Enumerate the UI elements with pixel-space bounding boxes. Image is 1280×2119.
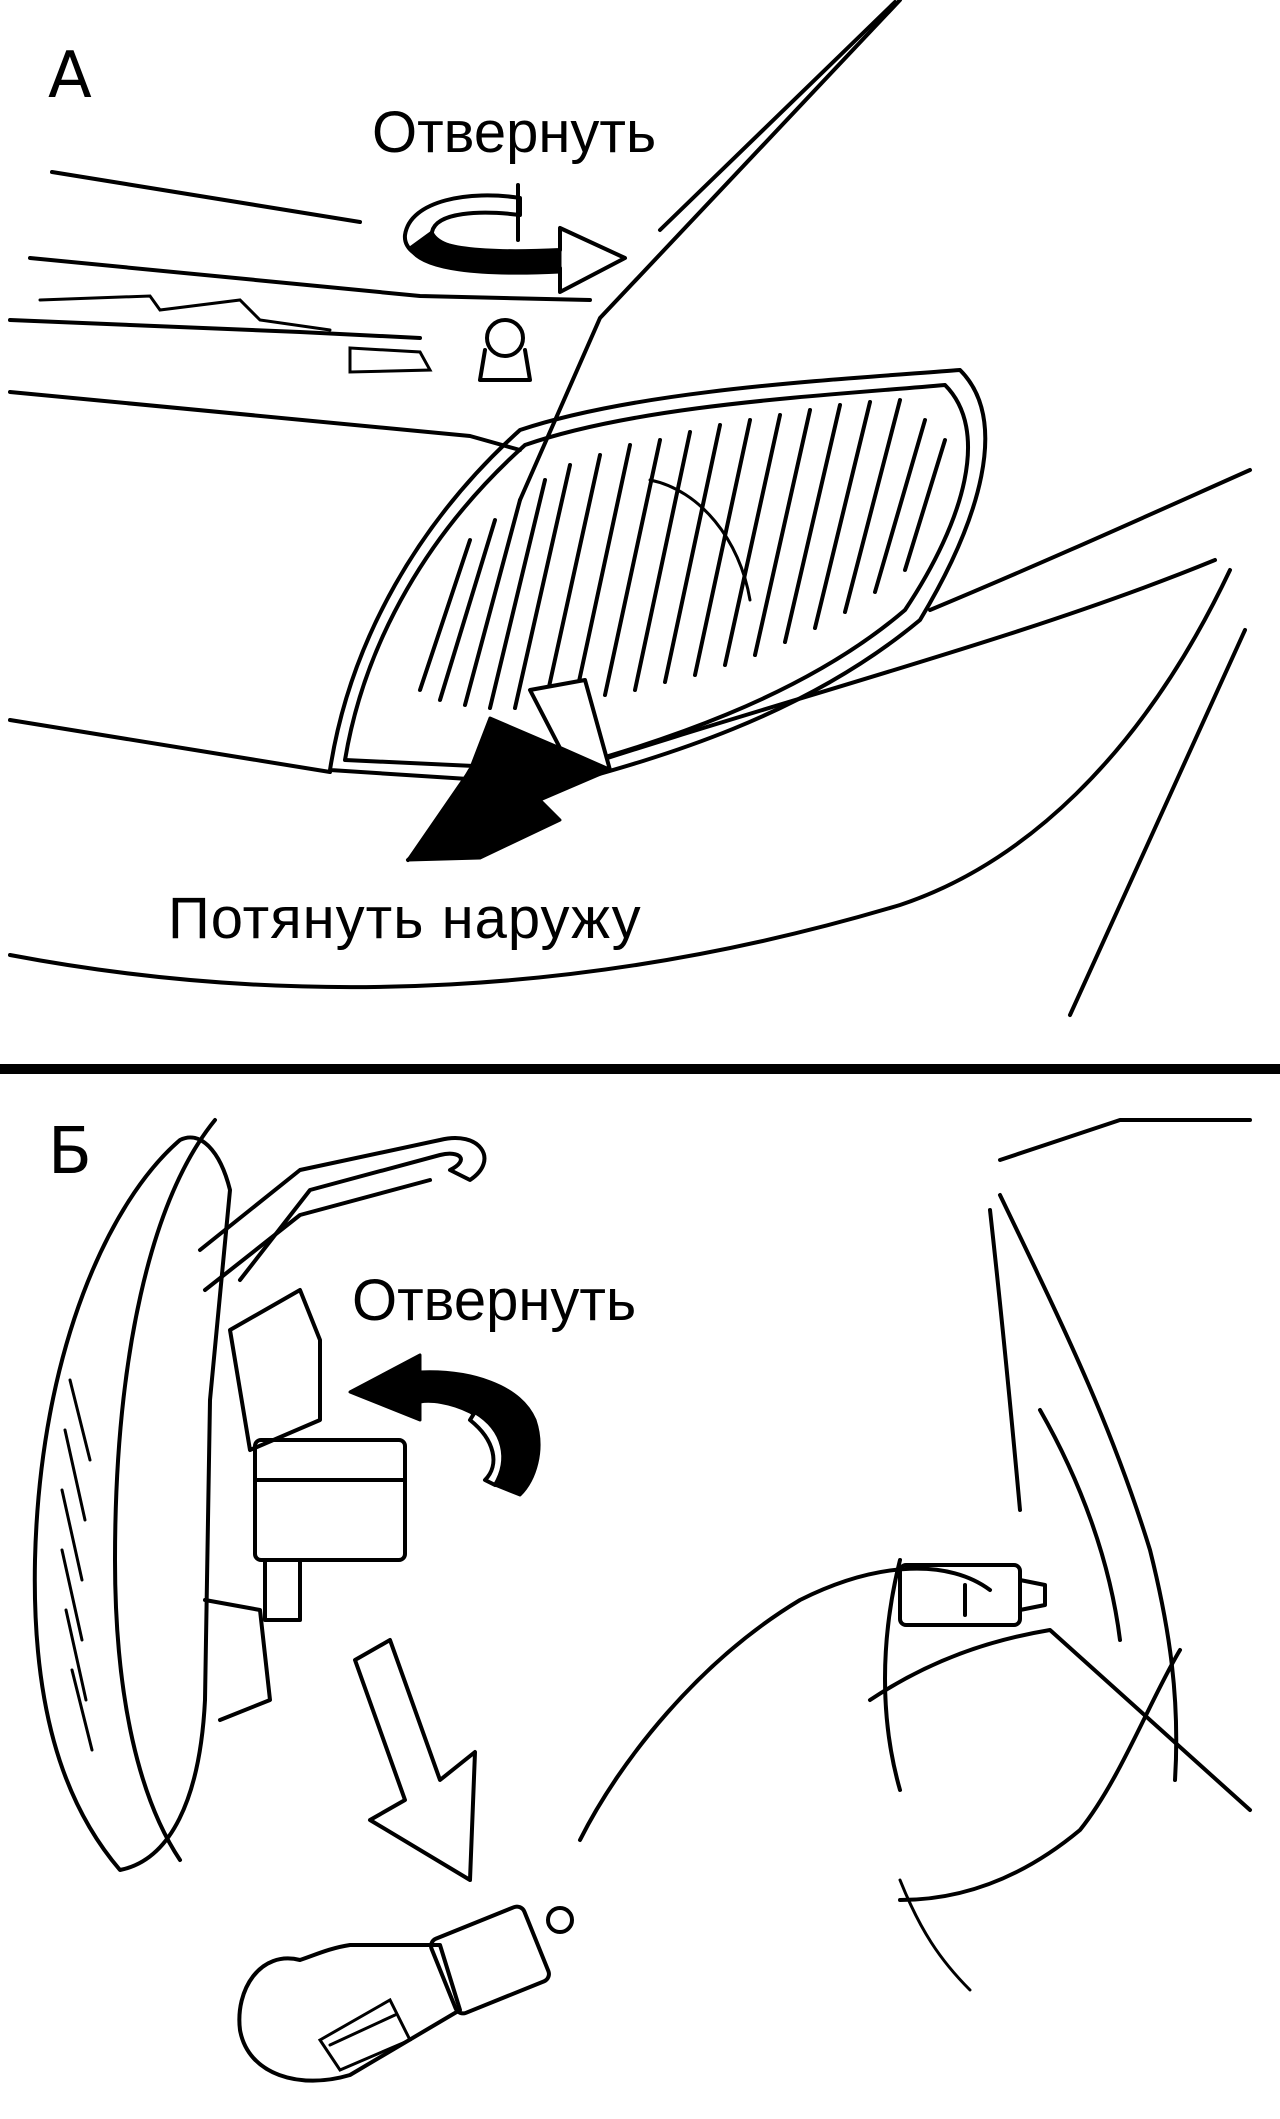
wheel-arch-line	[578, 1566, 992, 1842]
panel-b-letter: Б	[48, 1115, 92, 1189]
fender-lower-line	[8, 568, 1232, 990]
grille-top-line	[8, 318, 422, 340]
bulb-filament	[317, 1997, 413, 2072]
bulb-socket	[253, 1438, 407, 1562]
lamp-lens	[343, 383, 971, 772]
connector-clip	[203, 1598, 272, 1722]
clip-detail	[348, 346, 433, 374]
lens-hatching	[418, 398, 947, 710]
body-pillar-line	[988, 1208, 1022, 1512]
mounting-bracket	[198, 1136, 487, 1282]
screw-head	[485, 318, 525, 358]
bulb-contact	[546, 1906, 574, 1934]
bulb-base	[429, 1904, 551, 2016]
panel-a-letter: А	[48, 39, 92, 113]
fender-lower-edge	[868, 1628, 1252, 1812]
lamp-unit-hatching	[60, 1378, 94, 1752]
screw-body	[478, 348, 532, 382]
pull-arrow-icon	[406, 678, 612, 862]
rotate-arrow-icon	[402, 183, 627, 294]
fender-upper-line	[928, 468, 1252, 612]
lamp-unit-body	[32, 1135, 232, 1872]
pull-out-label: Потянуть наружу	[168, 886, 642, 951]
hood-line	[50, 170, 362, 224]
opening-inner-line	[883, 1558, 902, 1792]
panel-b-drawing	[32, 1118, 1252, 2083]
lamp-socket-in-body	[898, 1563, 1022, 1627]
panel-a-drawing	[8, 0, 1252, 1017]
body-top-line	[998, 1118, 1252, 1162]
unscrew-label-a: Отвернуть	[372, 100, 657, 165]
socket-tab	[263, 1558, 302, 1622]
wiper-detail	[38, 294, 332, 332]
windshield-line	[658, 0, 897, 232]
hood-edge-line	[28, 256, 592, 302]
panel-divider	[0, 1064, 1280, 1074]
rotate-arrow-icon	[348, 1353, 541, 1497]
grille-bottom-line	[8, 390, 522, 452]
unscrew-label-b: Отвернуть	[352, 1268, 637, 1333]
socket-lug	[1018, 1578, 1047, 1612]
fender-side-line	[1068, 628, 1247, 1017]
down-arrow-icon	[353, 1638, 477, 1882]
lamp-housing	[328, 368, 988, 787]
bumper-line	[8, 718, 332, 774]
fender-curve-line	[998, 1193, 1179, 1782]
body-detail-line	[898, 1878, 972, 1992]
socket-housing	[228, 1288, 322, 1452]
lamp-opening-line	[1038, 1408, 1122, 1642]
lens-arc	[648, 478, 752, 602]
lamp-unit-rim	[113, 1118, 217, 1862]
bumper-curve-line	[898, 1648, 1182, 1902]
bulb-glass	[237, 1943, 462, 2083]
bracket-inner-line	[203, 1178, 432, 1292]
bulb-icon	[237, 1904, 574, 2083]
